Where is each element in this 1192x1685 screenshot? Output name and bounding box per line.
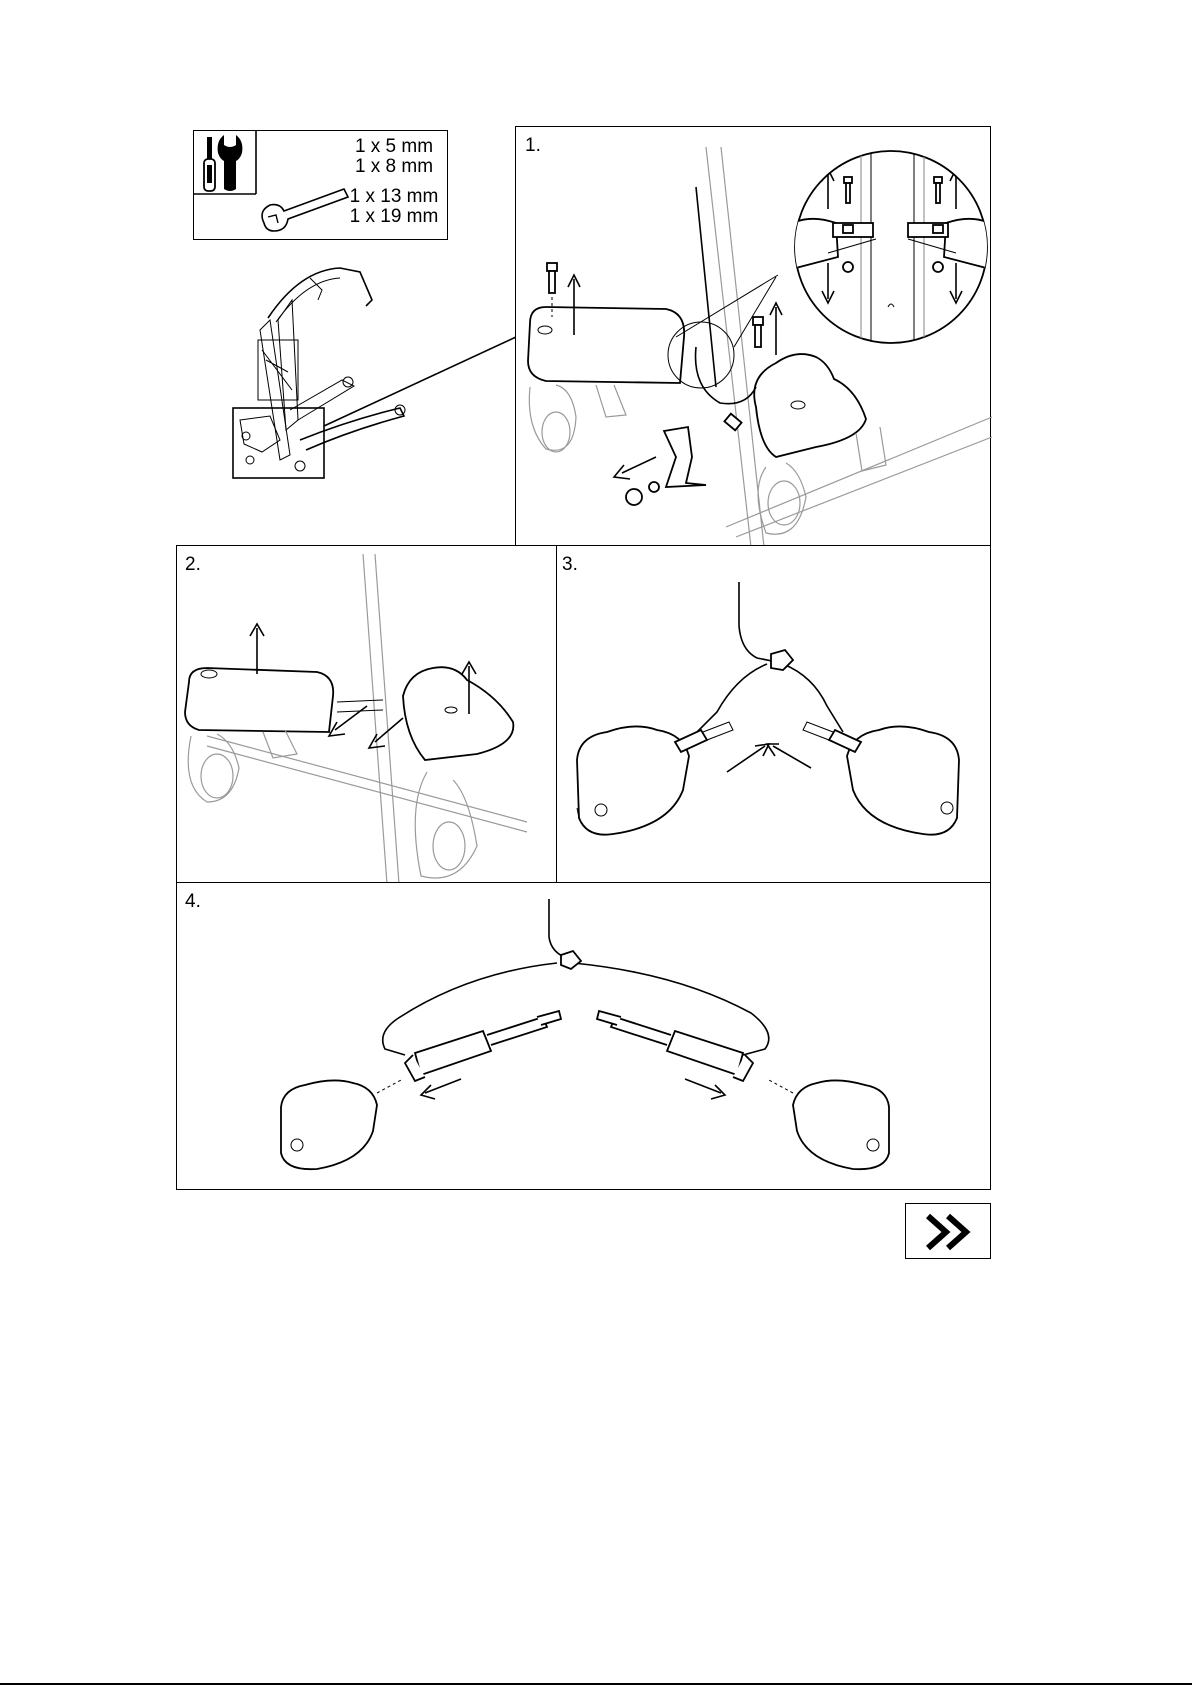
step-2-diagram <box>177 546 558 884</box>
right-actuator <box>597 1011 753 1081</box>
wrench-size-2: 1 x 19 mm <box>339 207 449 227</box>
step-4-diagram <box>177 883 992 1191</box>
step-3-panel: 3. <box>556 545 991 883</box>
double-chevron-icon <box>906 1204 992 1260</box>
insert-arrows <box>727 744 811 772</box>
next-page-icon[interactable] <box>905 1203 991 1259</box>
step-3-diagram <box>557 546 992 884</box>
hex-key-icon <box>272 141 334 181</box>
tools-box: 1 x 5 mm 1 x 8 mm 1 x 13 mm 1 x 19 mm <box>193 130 448 240</box>
screwdriver-icon <box>204 137 215 191</box>
hex-key-size-2: 1 x 8 mm <box>344 157 444 177</box>
step-2-panel: 2. <box>176 545 557 883</box>
step-1-panel: 1. <box>515 126 991 546</box>
wrench-icon <box>218 135 243 191</box>
step-1-diagram <box>516 127 992 547</box>
wrench-size-1: 1 x 13 mm <box>339 187 449 207</box>
left-actuator <box>405 1011 561 1081</box>
step-4-panel: 4. <box>176 882 991 1190</box>
hex-key-size-1: 1 x 5 mm <box>344 137 444 157</box>
pull-out-arrows <box>421 1079 725 1099</box>
cable-splitter <box>561 951 581 969</box>
open-wrench-icon <box>262 189 348 231</box>
